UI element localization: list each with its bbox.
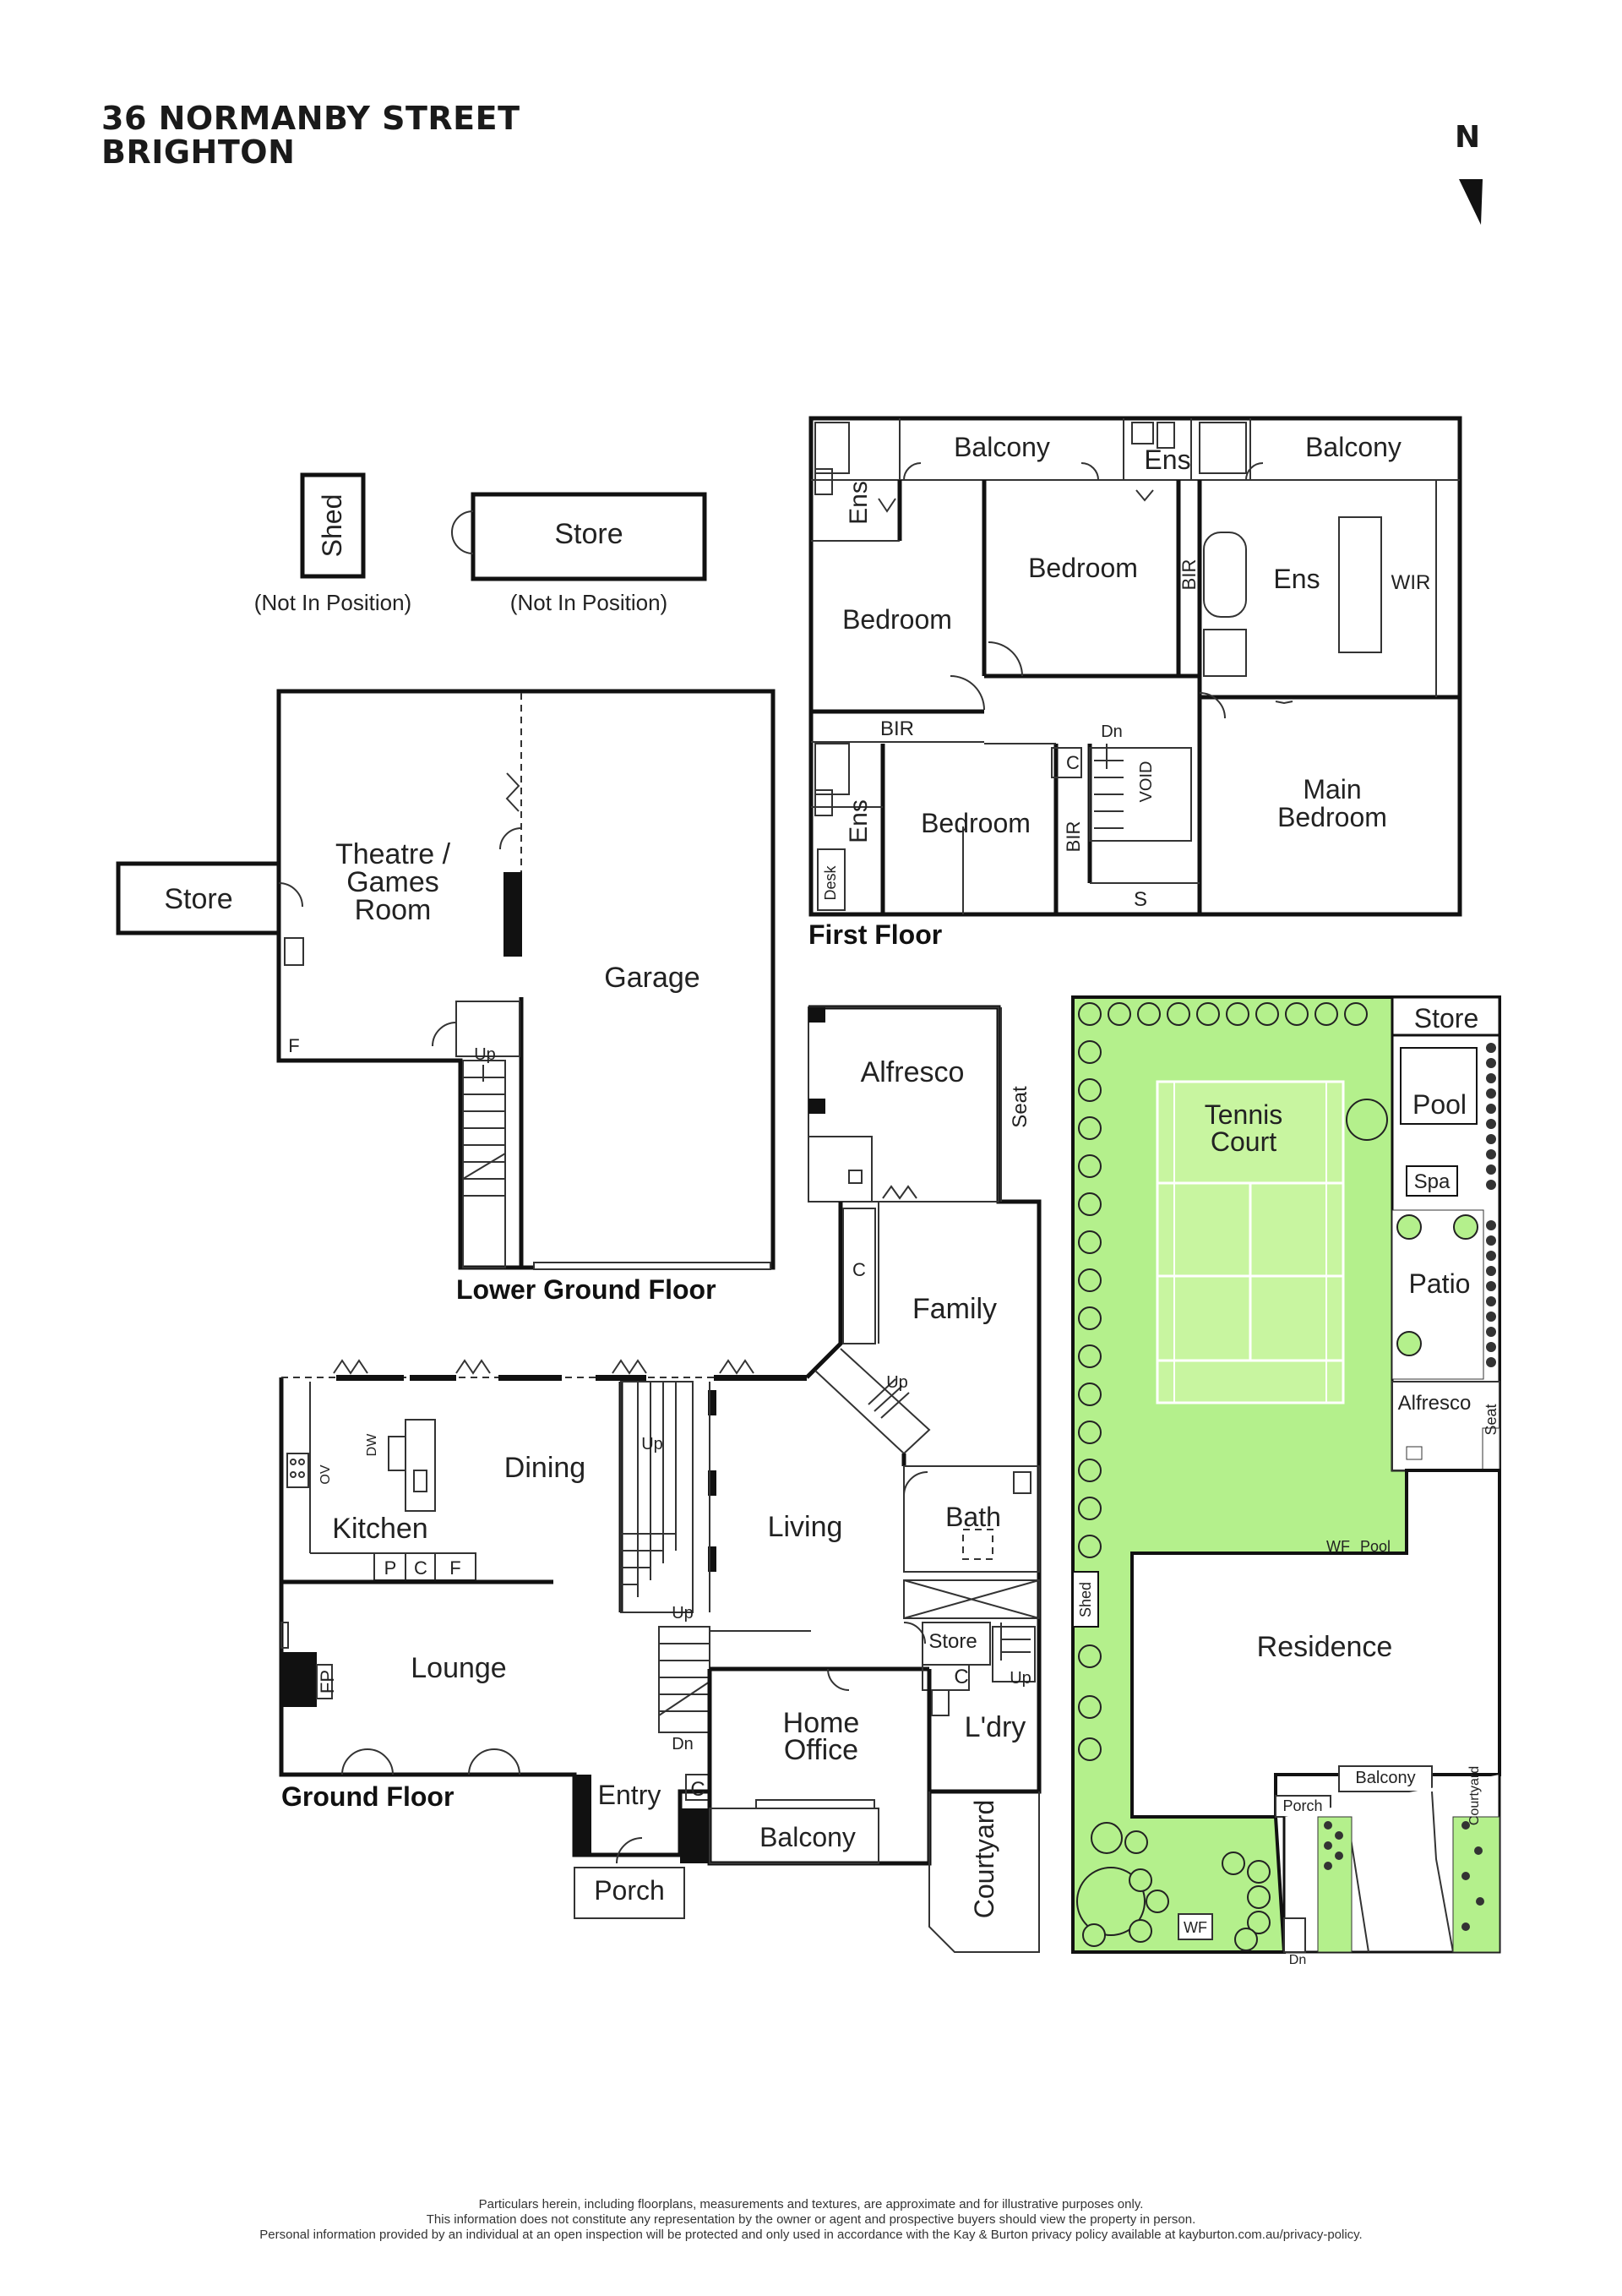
fb-ens-label-4: Ens (845, 799, 873, 843)
site-dn-label: Dn (1289, 1953, 1306, 1967)
theatre-label-2: Games (346, 866, 439, 898)
lower-ground-floor: Up Theatre / Games Room Store Garage F L… (116, 689, 776, 1305)
gf-up-label-4: Up (1010, 1669, 1031, 1688)
north-label: N (1455, 120, 1481, 155)
fb-desk-label: Desk (822, 864, 839, 900)
fridge-label: F (449, 1557, 460, 1579)
site-spa-label: Spa (1414, 1170, 1451, 1193)
kitchen-label: Kitchen (332, 1513, 427, 1545)
home-office-label-1: Home (783, 1707, 860, 1739)
site-porch-label: Porch (1282, 1797, 1322, 1814)
first-floor: Balcony Ens Balcony Ens Bedroom Bedroom … (808, 416, 1462, 950)
gf-up-label-1: Up (886, 1373, 908, 1392)
disclaimer: Particulars herein, including floorplans… (0, 2197, 1622, 2243)
lower-ground-floor-title: Lower Ground Floor (456, 1274, 716, 1305)
site-store-label: Store (1414, 1003, 1478, 1033)
ground-floor: Alfresco Seat Family C Up Dining Kitchen… (279, 1005, 1042, 1953)
address-line-2: BRIGHTON (101, 134, 296, 171)
dining-label: Dining (504, 1452, 585, 1484)
family-label: Family (912, 1293, 997, 1325)
fb-bir-label-2: BIR (1178, 559, 1200, 591)
fb-bedroom-label-1: Bedroom (1028, 553, 1138, 583)
north-arrow-icon (1459, 179, 1483, 225)
first-floor-title: First Floor (808, 919, 942, 950)
theatre-label-1: Theatre / (335, 838, 451, 870)
disclaimer-line-1: Particulars herein, including floorplans… (478, 2197, 1144, 2211)
site-patio-label: Patio (1409, 1268, 1471, 1299)
detached-shed: Shed (Not In Position) (254, 472, 411, 615)
garage-label: Garage (604, 962, 699, 994)
fb-ens-label-2: Ens (845, 481, 873, 525)
bath-label: Bath (945, 1502, 1001, 1532)
site-courtyard-label: Courtyard (1467, 1766, 1482, 1825)
fb-bir-label-3: BIR (1063, 821, 1084, 853)
living-label: Living (768, 1511, 843, 1543)
not-in-position-label-2: (Not In Position) (510, 590, 667, 615)
lg-f-label: F (288, 1035, 299, 1056)
fb-bedroom-label-3: Bedroom (921, 808, 1031, 838)
home-office-label-2: Office (784, 1734, 858, 1766)
porch-label: Porch (594, 1875, 665, 1906)
fb-main-label-2: Bedroom (1277, 802, 1387, 832)
disclaimer-line-3: Personal information provided by an indi… (259, 2228, 1363, 2242)
pantry-label: P (384, 1557, 397, 1579)
site-pool-label: Pool (1412, 1089, 1467, 1120)
fb-c-label: C (1066, 752, 1080, 773)
lg-store-label: Store (164, 883, 232, 915)
fb-main-label-1: Main (1303, 774, 1361, 804)
detached-store: Store (Not In Position) (451, 492, 707, 615)
residence-label: Residence (1257, 1631, 1393, 1663)
fb-wir-label: WIR (1391, 571, 1431, 594)
site-balcony-label: Balcony (1355, 1769, 1415, 1787)
site-wf-label-1: WF (1326, 1538, 1350, 1555)
courtyard-label: Courtyard (969, 1800, 999, 1919)
theatre-label-3: Room (355, 894, 432, 926)
gf-up-label-3: Up (672, 1604, 694, 1622)
disclaimer-line-2: This information does not constitute any… (426, 2212, 1196, 2227)
dw-label: DW (365, 1433, 379, 1457)
shed-label: Shed (317, 494, 347, 558)
store-detached-label: Store (554, 518, 623, 550)
fb-balcony-label-2: Balcony (1305, 432, 1402, 462)
gf-c-label-2: C (954, 1666, 968, 1688)
laundry-label: L'dry (965, 1711, 1026, 1743)
site-seat-label: Seat (1483, 1404, 1500, 1435)
not-in-position-label-1: (Not In Position) (254, 590, 411, 615)
gf-store-label: Store (928, 1630, 977, 1653)
site-pool-label-2: Pool (1360, 1538, 1391, 1555)
gf-balcony-label: Balcony (759, 1822, 856, 1852)
fp-label: FP (317, 1670, 338, 1693)
gf-up-label-2: Up (641, 1435, 663, 1453)
tennis-label-2: Court (1211, 1126, 1276, 1157)
gf-seat-label: Seat (1009, 1086, 1031, 1128)
gf-c-label-1: C (852, 1259, 866, 1280)
site-shed-label: Shed (1077, 1582, 1094, 1617)
alfresco-label: Alfresco (861, 1056, 965, 1088)
site-plan: Store Tennis Court Pool Spa Patio Alfres… (1071, 995, 1501, 1967)
gf-c-label-3: C (690, 1778, 705, 1801)
fb-s-label: S (1134, 888, 1147, 911)
gf-dn-label: Dn (672, 1735, 694, 1753)
site-alfresco-label: Alfresco (1398, 1392, 1472, 1415)
tennis-label-1: Tennis (1205, 1099, 1283, 1130)
fb-ens-label-1: Ens (1144, 444, 1190, 475)
address-line-1: 36 NORMANBY STREET (101, 100, 520, 137)
lg-up-label: Up (474, 1045, 496, 1064)
fb-dn-label: Dn (1101, 723, 1123, 741)
ground-floor-title: Ground Floor (281, 1781, 454, 1812)
site-wf-label-2: WF (1184, 1919, 1207, 1936)
fb-balcony-label-1: Balcony (954, 432, 1050, 462)
lounge-label: Lounge (411, 1652, 506, 1684)
ov-label: OV (318, 1464, 333, 1484)
property-address: 36 NORMANBY STREET BRIGHTON (101, 101, 520, 169)
fb-ens-label-3: Ens (1273, 564, 1320, 594)
fb-bedroom-label-2: Bedroom (842, 604, 952, 635)
fb-void-label: VOID (1137, 761, 1156, 803)
cupboard-label: C (414, 1557, 427, 1579)
fb-bir-label-1: BIR (880, 717, 914, 740)
entry-label: Entry (598, 1780, 661, 1810)
